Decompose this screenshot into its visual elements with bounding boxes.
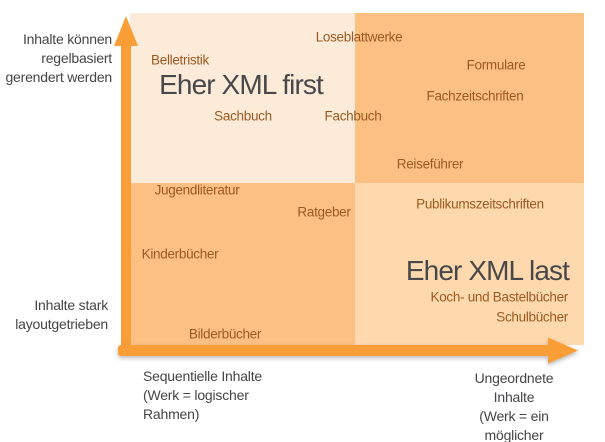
item-label-koch-und-bastelbuecher: Koch- und Bastelbücher [430, 289, 569, 305]
y-axis-arrowhead-icon [114, 16, 138, 46]
x-axis-label-right: Ungeordnete Inhalte (Werk = ein mögliche… [474, 370, 554, 442]
x-axis-arrow-icon [118, 337, 578, 364]
item-label-schulbuecher: Schulbücher [496, 309, 568, 325]
y-axis-shaft [121, 40, 131, 356]
x-axis-arrowhead-icon [548, 337, 578, 364]
item-label-ratgeber: Ratgeber [297, 204, 351, 220]
y-axis-label-bottom: Inhalte stark layoutgetrieben [15, 297, 108, 332]
item-label-publikumszeitschriften: Publikumszeitschriften [416, 196, 544, 212]
item-label-bilderbuecher: Bilderbücher [188, 326, 262, 342]
item-label-jugendliteratur: Jugendliteratur [154, 182, 240, 198]
item-label-sachbuch: Sachbuch [214, 108, 272, 124]
quadrant-bottom-right [355, 183, 584, 345]
y-axis-label-top: Inhalte können regelbasiert gerendert we… [5, 31, 112, 85]
y-axis-arrow-icon [114, 16, 138, 356]
item-label-fachzeitschriften: Fachzeitschriften [426, 88, 524, 104]
x-axis-shaft [118, 345, 554, 356]
x-axis-label-left: Sequentielle Inhalte (Werk = logischer R… [143, 368, 262, 422]
quadrant-bottom-left [130, 183, 355, 345]
quadrant-title-xml-last: Eher XML last [405, 255, 570, 286]
item-label-kinderbuecher: Kinderbücher [141, 246, 219, 262]
item-label-reisefuehrer: Reiseführer [396, 156, 464, 172]
quadrant-top-right [355, 13, 584, 183]
item-label-belletristik: Belletristik [151, 52, 209, 68]
item-label-fachbuch: Fachbuch [324, 108, 382, 124]
quadrant-title-xml-first: Eher XML first [159, 69, 324, 100]
item-label-loseblattwerke: Loseblattwerke [315, 29, 403, 45]
item-label-formulare: Formulare [466, 57, 526, 73]
quadrant-top-left [130, 13, 355, 183]
